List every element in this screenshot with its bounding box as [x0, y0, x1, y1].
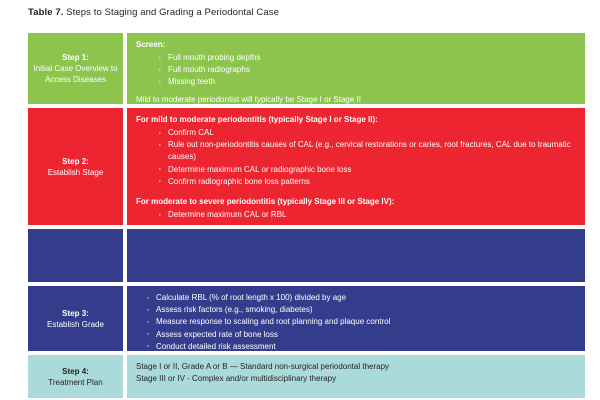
list-item: Confirm radiographic bone loss patterns [158, 175, 577, 188]
step-1-subtitle-line1: Initial Case Overview to [33, 64, 118, 73]
table-row: Step 2: Establish Stage For mild to mode… [28, 108, 585, 225]
steps-table: Step 1: Initial Case Overview to Access … [28, 33, 585, 398]
step-4-title: Step 4: [62, 366, 89, 376]
step-3-subtitle: Establish Grade [47, 319, 104, 329]
step-2-heading-b: For moderate to severe periodontitis (ty… [136, 197, 395, 207]
step-3-bullet-list: Calculate RBL (% of root length x 100) d… [136, 291, 577, 353]
empty-content-cell [127, 229, 585, 282]
table-caption: Table 7. Steps to Staging and Grading a … [28, 6, 279, 19]
table-row: Step 4: Treatment Plan Stage I or II, Gr… [28, 355, 585, 398]
list-item: Determine maximum CAL or radiographic bo… [158, 163, 577, 176]
step-4-line-1: Stage I or II, Grade A or B — Standard n… [136, 362, 390, 371]
step-4-label-cell: Step 4: Treatment Plan [28, 355, 123, 398]
step-4-content-cell: Stage I or II, Grade A or B — Standard n… [127, 355, 585, 398]
list-item: Conduct detailed risk assessment [146, 340, 577, 353]
step-2-heading-a: For mild to moderate periodontitis (typi… [136, 115, 378, 124]
step-3-title: Step 3: [62, 308, 89, 318]
list-item: Assess expected rate of bone loss [146, 328, 577, 341]
step-4-line-2: Stage III or IV - Complex and/or multidi… [136, 374, 337, 383]
step-3-label-cell: Step 3: Establish Grade [28, 286, 123, 351]
table-caption-label: Table 7. [28, 7, 64, 18]
step-2-content-cell: For mild to moderate periodontitis (typi… [127, 108, 585, 225]
step-1-content-cell: Screen: Full mouth probing depths Full m… [127, 33, 585, 104]
step-1-subtitle-line2: Access Diseases [45, 75, 106, 84]
empty-label-cell [28, 229, 123, 282]
step-1-bullet-list: Full mouth probing depths Full mouth rad… [136, 51, 577, 89]
step-1-title: Step 1: [62, 53, 89, 62]
step-2-title: Step 2: [62, 156, 89, 166]
list-item: Rule out non-periodontitis causes of CAL… [158, 139, 577, 163]
step-4-subtitle: Treatment Plan [48, 377, 103, 387]
table-row: Step 3: Establish Grade Calculate RBL (%… [28, 286, 585, 353]
list-item: Measure response to scaling and root pla… [146, 316, 577, 328]
step-1-label-cell: Step 1: Initial Case Overview to Access … [28, 33, 123, 104]
spacer [136, 188, 577, 196]
step-2-bullet-list-b: Determine maximum CAL or RBL [136, 209, 577, 221]
step-2-label-cell: Step 2: Establish Stage [28, 108, 123, 225]
table-caption-text: Steps to Staging and Grading a Periodont… [63, 7, 280, 18]
step-2-bullet-list-a: Confirm CAL Rule out non-periodontitis c… [136, 126, 577, 188]
step-2-subtitle: Establish Stage [47, 167, 104, 177]
list-item: Missing teeth [158, 76, 577, 88]
list-item: Full mouth probing depths [158, 51, 577, 64]
list-item: Determine maximum CAL or RBL [158, 209, 577, 221]
step-3-content-cell: Calculate RBL (% of root length x 100) d… [127, 286, 585, 353]
table-row-empty [28, 229, 585, 282]
step-1-heading: Screen: [136, 40, 166, 49]
list-item: Confirm CAL [158, 126, 577, 139]
table-row: Step 1: Initial Case Overview to Access … [28, 33, 585, 104]
list-item: Calculate RBL (% of root length x 100) d… [146, 291, 577, 304]
step-1-footer: Mild to moderate periodontist will typic… [136, 94, 361, 104]
list-item: Full mouth radiographs [158, 64, 577, 76]
list-item: Assess risk factors (e.g., smoking, diab… [146, 304, 577, 316]
